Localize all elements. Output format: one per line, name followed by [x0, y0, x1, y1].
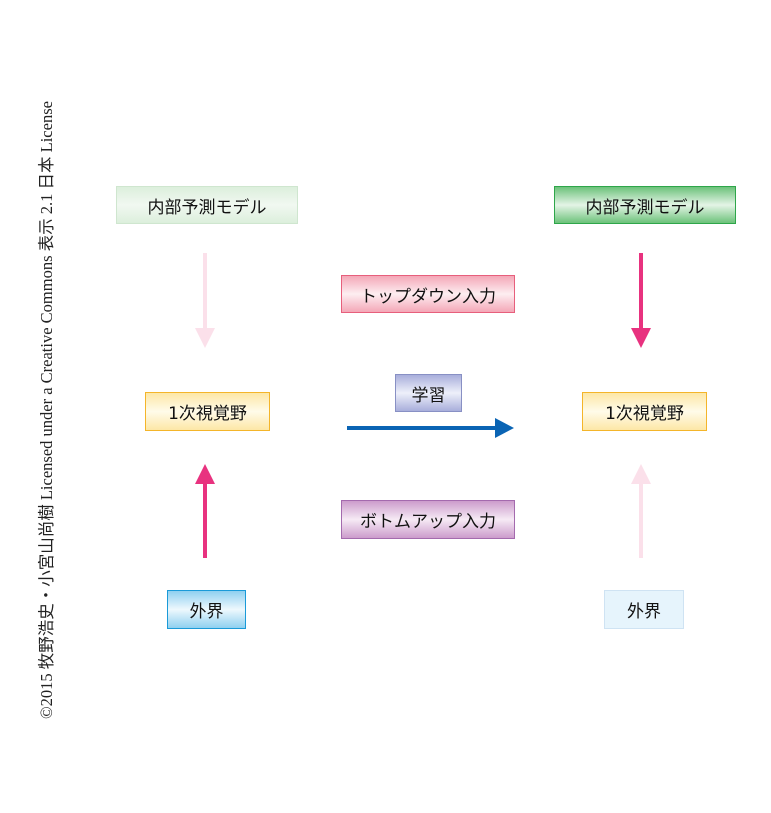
right-internal-model-box: 内部予測モデル [554, 186, 736, 224]
left-bottomup-arrow [195, 464, 215, 558]
learning-arrow [347, 418, 514, 438]
left-topdown-arrow [195, 253, 215, 348]
topdown-input-label: トップダウン入力 [341, 275, 515, 313]
left-v1-box: 1次視覚野 [145, 392, 270, 431]
bottomup-input-label: ボトムアップ入力 [341, 500, 515, 539]
right-topdown-arrow [631, 253, 651, 348]
right-bottomup-arrow [631, 464, 651, 558]
left-internal-model-box: 内部予測モデル [116, 186, 298, 224]
learning-label: 学習 [395, 374, 462, 412]
left-world-box: 外界 [167, 590, 246, 629]
right-v1-box: 1次視覚野 [582, 392, 707, 431]
right-world-box: 外界 [604, 590, 684, 629]
